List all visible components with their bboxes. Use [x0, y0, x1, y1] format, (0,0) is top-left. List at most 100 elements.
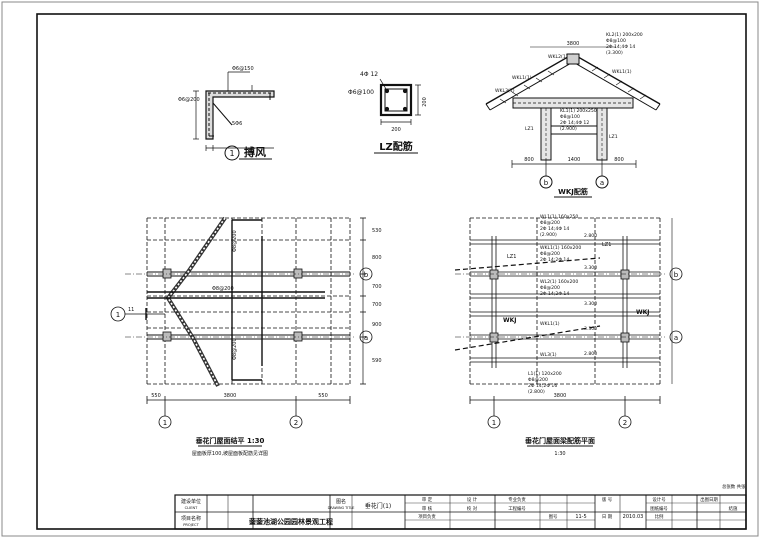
tb-project-lead: 项目负责: [418, 513, 436, 520]
tb-drawing-name: 垂花门(1): [365, 502, 392, 510]
lz-height-dim: 200: [422, 97, 428, 107]
wkj-title: WKJ配筋: [558, 187, 588, 196]
right-level-0: 2.800: [584, 233, 597, 239]
right-beam-2: 2Φ 14;4Φ 14: [540, 226, 569, 232]
left-axis-1: 1: [163, 419, 167, 427]
right-beam-1: Φ8@200: [540, 220, 560, 226]
wkj-axis-a: a: [600, 179, 604, 187]
tb-design: 设 计: [467, 496, 478, 503]
wkj-label-0: KL2(1) 200x200: [606, 32, 643, 38]
right-beam-12: L1(1) 120x200: [528, 371, 562, 377]
wkj-label-wkl1-right: WKL1(1): [612, 69, 632, 75]
tb-design-no: 设计号: [652, 496, 666, 503]
wkj-label-lz-left: LZ1: [525, 126, 534, 132]
left-dim-r1: 800: [372, 255, 382, 261]
wkj-top-dim: 3800: [567, 41, 580, 47]
wkj-label-lz-right: LZ1: [609, 134, 618, 140]
wkj-label-kl1: KL1(1) 200x250: [560, 108, 597, 114]
wkj-label-1: Φ8@100: [606, 38, 626, 44]
wkj-label-wkl3: WKL3(1): [495, 88, 515, 94]
wkj-dim-mid: 1400: [568, 157, 581, 163]
left-plan-title: 垂花门屋面结平 1:30: [196, 436, 265, 445]
right-beam-3: (2.900): [540, 232, 557, 238]
right-beam-11: WL3(1): [540, 352, 557, 358]
left-dim-b0: 550: [151, 393, 161, 399]
tb-project-no: 工程编号: [508, 505, 526, 512]
right-beam-8: Φ8@200: [540, 285, 560, 291]
wkj-label-kl1-rebar: 2Φ 14;4Φ 12: [560, 120, 589, 126]
tb-page-tag: 总张数 共张: [722, 483, 746, 490]
tb-issue-date: 出图日期: [700, 496, 718, 503]
lz-stirrup: Φ6@100: [348, 89, 374, 96]
left-rebar-2: Φ8@200: [232, 338, 238, 360]
right-plan: [454, 217, 683, 429]
tb-discipline-lead: 专业负责: [508, 496, 526, 503]
fascia-detail: [193, 71, 275, 151]
lz-main-rebar: 4Φ 12: [360, 71, 378, 78]
right-beam-14: 2Φ 14;2Φ 16: [528, 383, 557, 389]
right-beam-0: WL1(1) 160x250: [540, 214, 578, 220]
right-axis-1: 1: [492, 419, 496, 427]
wkj-axis-b: b: [544, 179, 549, 187]
right-beam-9: 2Φ 14;2Φ 14: [540, 291, 569, 297]
tb-project-cn: 项目名称: [181, 515, 201, 522]
tb-date: 2010.03: [623, 514, 644, 520]
fascia-title: 搏风: [244, 145, 266, 159]
tb-stage: 结施: [729, 505, 738, 512]
fascia-detail-number: 1: [229, 149, 234, 158]
left-dim-b1: 3800: [224, 393, 237, 399]
wkj-label-kl1-level: (2.900): [560, 126, 577, 132]
right-beam-5: Φ8@200: [540, 251, 560, 257]
right-axis-a: a: [674, 334, 678, 342]
wkj-label-2: 2Φ 14;4Φ 14: [606, 44, 635, 50]
tb-sheet-no: 图纸编号: [650, 505, 668, 512]
left-dim-r0: 530: [372, 228, 382, 234]
tb-check: 校 对: [467, 505, 478, 512]
left-callout-ref: 11: [128, 307, 134, 313]
lz-width-dim: 200: [391, 127, 401, 133]
tb-drawing-title-cn: 图名: [336, 498, 346, 505]
inner-border: [36, 13, 747, 530]
tb-review: 审 核: [422, 505, 433, 512]
right-beam-15: (2.800): [528, 389, 545, 395]
tb-drawing-no: 11-5: [575, 514, 586, 520]
title-block: [174, 494, 747, 530]
wkj-label-3: (3.300): [606, 50, 623, 56]
right-level-3: 3.300: [584, 326, 597, 332]
tb-date-label: 日 期: [602, 514, 613, 520]
fascia-rebar-left: Φ6@200: [178, 97, 200, 103]
left-plan-subtitle: 屋面板厚100,坡屋面板配筋见详图: [192, 450, 268, 457]
left-axis-b: b: [364, 271, 369, 279]
right-level-1: 3.300: [584, 265, 597, 271]
left-dim-r3: 700: [372, 302, 382, 308]
right-plan-scale: 1:30: [554, 451, 565, 457]
right-tag-2: WKJ: [503, 317, 517, 324]
lz-title: LZ配筋: [379, 140, 413, 153]
right-tag-3: WKJ: [636, 309, 650, 316]
tb-drawing-no-label: 图号: [549, 514, 558, 520]
tb-client-en: CLIENT: [185, 506, 199, 510]
right-beam-7: WL2(1) 160x200: [540, 279, 578, 285]
fascia-length-label: 5Φ6: [232, 121, 242, 127]
right-beam-10: WKL1(1): [540, 321, 560, 327]
left-plan: [110, 216, 373, 429]
left-dim-b2: 550: [318, 393, 328, 399]
tb-scale: 比例: [655, 513, 664, 520]
wkj-dim-right: 800: [614, 157, 624, 163]
left-dim-r4: 900: [372, 322, 382, 328]
left-axis-2: 2: [294, 419, 298, 427]
right-tag-0: LZ1: [507, 254, 516, 260]
right-tag-1: LZ1: [602, 242, 611, 248]
tb-project-name: 蓥蓥池湖公园园林景观工程: [249, 517, 333, 526]
tb-version: 版 号: [602, 496, 613, 503]
fascia-detail-marker: [224, 145, 240, 161]
left-dim-r5: 590: [372, 358, 382, 364]
left-callout-num: 1: [116, 311, 120, 319]
wkj-frame-detail: [485, 46, 661, 189]
wkj-dim-left: 800: [524, 157, 534, 163]
right-level-4: 2.800: [584, 351, 597, 357]
tb-approve: 审 定: [422, 496, 433, 503]
